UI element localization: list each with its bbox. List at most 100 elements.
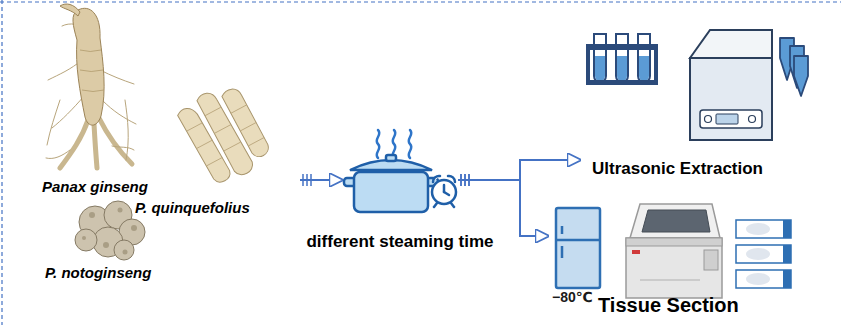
test-tube-rack-icon <box>638 34 650 82</box>
test-tube-rack-icon <box>595 56 605 81</box>
cryostat-microtome-icon <box>640 280 700 281</box>
glass-slides-icon <box>783 220 791 288</box>
ultrasonic-cleaner-icon <box>716 114 738 124</box>
glass-slides-icon <box>783 245 791 263</box>
notoginseng-photo <box>123 250 128 255</box>
notoginseng-photo <box>75 201 145 260</box>
clock-icon <box>444 192 449 195</box>
notoginseng-photo <box>103 242 109 248</box>
panax-ginseng-photo <box>112 146 134 150</box>
cryostat-microtome-icon <box>642 210 710 232</box>
steaming-pot-icon <box>377 130 380 158</box>
panax-ginseng-photo <box>73 8 104 125</box>
panax-ginseng-photo <box>46 4 136 168</box>
test-tube-rack-icon <box>617 56 627 81</box>
panax-ginseng-photo <box>60 4 80 16</box>
test-tube-rack-icon <box>639 56 649 81</box>
freezer-icon <box>556 239 600 242</box>
glass-slides-icon <box>746 223 770 285</box>
glass-slides-icon <box>736 220 791 288</box>
panax-ginseng-photo <box>60 118 132 168</box>
test-tube-rack-icon <box>594 34 650 82</box>
panax-ginseng-photo <box>125 100 128 160</box>
clock-icon <box>432 176 456 207</box>
notoginseng-photo <box>75 201 145 260</box>
cryostat-microtome-icon <box>632 250 640 254</box>
test-tube-rack-icon <box>586 44 658 50</box>
glass-slides-icon <box>736 245 791 263</box>
test-tube-rack-icon <box>654 44 658 85</box>
glass-slides-icon <box>746 248 770 260</box>
panax-ginseng-photo <box>94 124 97 168</box>
clock-icon <box>434 203 437 207</box>
quinquefolius-photo <box>187 122 223 166</box>
step-label: Tissue Section <box>598 294 739 317</box>
species-name: Panax ginseng <box>42 178 148 195</box>
steaming-pot-icon <box>409 130 412 158</box>
test-tube-rack-icon <box>594 34 606 82</box>
glass-slides-icon <box>783 270 791 288</box>
notoginseng-photo <box>118 208 123 213</box>
notoginseng-photo <box>89 212 95 218</box>
ultrasonic-cleaner-icon <box>705 116 712 123</box>
flow-arrow <box>458 174 548 236</box>
cryostat-microtome-icon <box>626 204 722 298</box>
notoginseng-photo <box>82 236 86 240</box>
glass-slides-icon <box>746 223 770 235</box>
test-tube-rack-icon <box>586 44 590 85</box>
test-tube-rack-icon <box>595 56 649 81</box>
clock-icon <box>432 176 456 207</box>
test-tube-rack-icon <box>586 34 658 85</box>
test-tube-rack-icon <box>616 34 628 82</box>
centrifuge-tubes-icon <box>794 56 808 96</box>
freezer-icon <box>556 208 600 288</box>
flow-arrow <box>300 179 342 181</box>
steaming-pot-icon <box>344 130 438 212</box>
panax-ginseng-photo <box>99 118 132 164</box>
cryostat-microtome-icon <box>630 204 720 238</box>
notoginseng-photo <box>131 225 137 231</box>
test-tube-rack-icon <box>586 44 658 85</box>
panax-ginseng-photo <box>102 100 136 124</box>
panax-ginseng-photo <box>46 150 70 159</box>
steaming-step: different steaming time <box>342 128 458 220</box>
clock-icon <box>451 203 454 207</box>
flow-arrow <box>458 180 548 236</box>
cryostat-microtome-icon <box>626 238 722 246</box>
extraction-step: Ultrasonic Extraction <box>580 22 812 184</box>
dashed-frame <box>0 1 841 2</box>
panax-ginseng-photo <box>82 90 104 92</box>
quinquefolius-photo <box>174 79 275 190</box>
quinquefolius-photo <box>231 105 264 146</box>
panax-ginseng-photo <box>100 70 134 84</box>
notoginseng-photo <box>75 229 97 251</box>
step-label: different steaming time <box>306 232 493 252</box>
species-group: Panax ginsengP. quinquefoliusP. notogins… <box>35 5 300 290</box>
flow-arrow <box>300 174 342 186</box>
dashed-frame <box>1 0 2 325</box>
step-label: Ultrasonic Extraction <box>592 159 763 179</box>
panax-ginseng-photo <box>80 50 104 92</box>
glass-slides-icon <box>736 220 791 288</box>
notoginseng-photo <box>82 208 137 255</box>
panax-ginseng-photo <box>80 50 101 52</box>
panax-ginseng-photo <box>47 100 60 145</box>
flow-arrow <box>458 160 580 180</box>
freezer-icon <box>561 246 564 258</box>
test-tube-rack-icon <box>586 80 658 85</box>
quinquefolius-photo <box>174 79 275 190</box>
centrifuge-tubes-icon <box>780 38 808 96</box>
cryostat-microtome-icon <box>626 238 722 298</box>
quinquefolius-photo <box>185 96 264 168</box>
panax-ginseng-photo <box>60 120 88 168</box>
panax-ginseng-photo <box>60 4 104 125</box>
ultrasonic-cleaner-icon <box>690 30 772 58</box>
ultrasonic-cleaner-icon <box>690 58 772 140</box>
panax-ginseng-photo <box>80 70 103 72</box>
glass-slides-icon <box>783 220 791 238</box>
species-name: P. quinquefolius <box>135 199 250 216</box>
glass-slides-icon <box>746 273 770 285</box>
